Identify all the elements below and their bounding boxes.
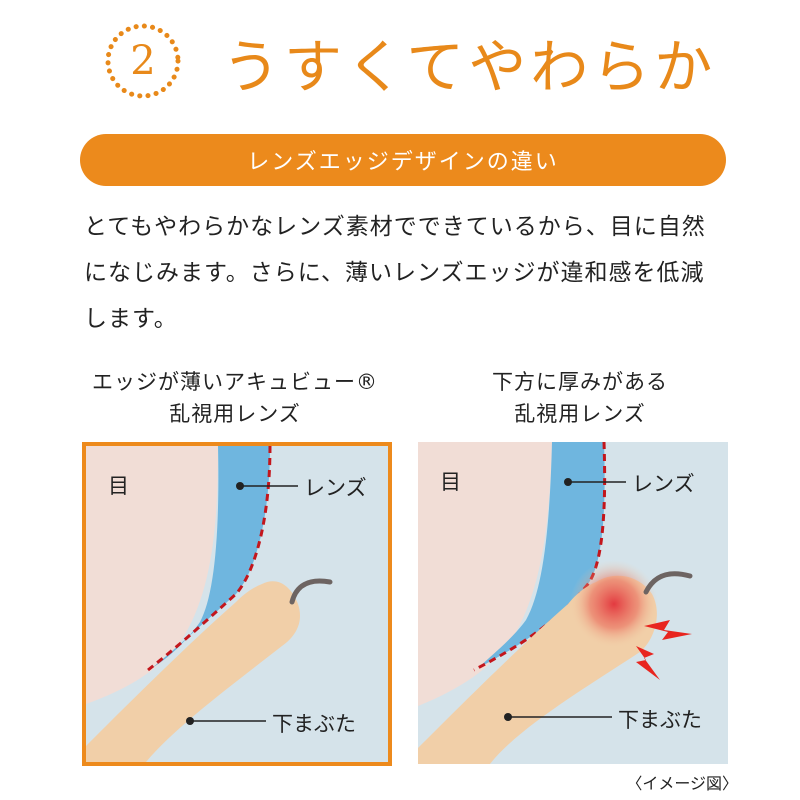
thick-bottom-lens-diagram: 目 レンズ 下まぶた xyxy=(418,442,728,764)
irritation-spot xyxy=(570,560,658,648)
dotted-circle-icon xyxy=(105,23,181,99)
eyelash xyxy=(289,578,333,605)
thick-bottom-illustration xyxy=(418,442,728,764)
description-text: とてもやわらかなレンズ素材でできているから、目に自然になじみます。さらに、薄いレ… xyxy=(84,214,706,332)
left-caption-line2: 乱視用レンズ xyxy=(169,402,301,426)
right-diagram-caption: 下方に厚みがある 乱視用レンズ xyxy=(415,366,745,430)
right-eye-label: 目 xyxy=(440,470,461,494)
left-eyelid-label: 下まぶた xyxy=(272,712,356,736)
lightning-bolt-icon xyxy=(644,620,692,640)
left-caption-line1: エッジが薄いアキュビュー® xyxy=(92,370,378,394)
eye-area xyxy=(418,442,552,706)
lens-shape xyxy=(478,442,605,668)
right-caption-line2: 乱視用レンズ xyxy=(514,402,646,426)
section-number-badge: 2 xyxy=(104,22,182,100)
section-title: うすくてやわらか xyxy=(222,33,717,101)
left-diagram-caption: エッジが薄いアキュビュー® 乱視用レンズ xyxy=(70,366,400,430)
lens-edge xyxy=(147,446,272,672)
eyelash xyxy=(643,571,693,595)
thin-edge-illustration xyxy=(86,446,388,762)
subsection-banner-label: レンズエッジデザインの違い xyxy=(247,150,559,175)
eye-area xyxy=(86,446,218,704)
right-lens-label: レンズ xyxy=(632,472,695,496)
image-note: 〈イメージ図〉 xyxy=(626,774,738,793)
left-eye-label: 目 xyxy=(108,474,129,498)
lower-eyelid xyxy=(86,581,301,762)
thin-edge-lens-diagram: 目 レンズ 下まぶた xyxy=(82,442,392,766)
left-lens-label: レンズ xyxy=(304,476,367,500)
section-header: 2 うすくてやわらか xyxy=(0,0,800,120)
lens-shape xyxy=(152,446,270,668)
right-caption-line1: 下方に厚みがある xyxy=(492,370,668,394)
lightning-bolt-icon xyxy=(636,646,660,680)
subsection-banner: レンズエッジデザインの違い xyxy=(80,134,726,186)
right-eyelid-label: 下まぶた xyxy=(618,708,702,732)
section-number: 2 xyxy=(130,38,156,84)
